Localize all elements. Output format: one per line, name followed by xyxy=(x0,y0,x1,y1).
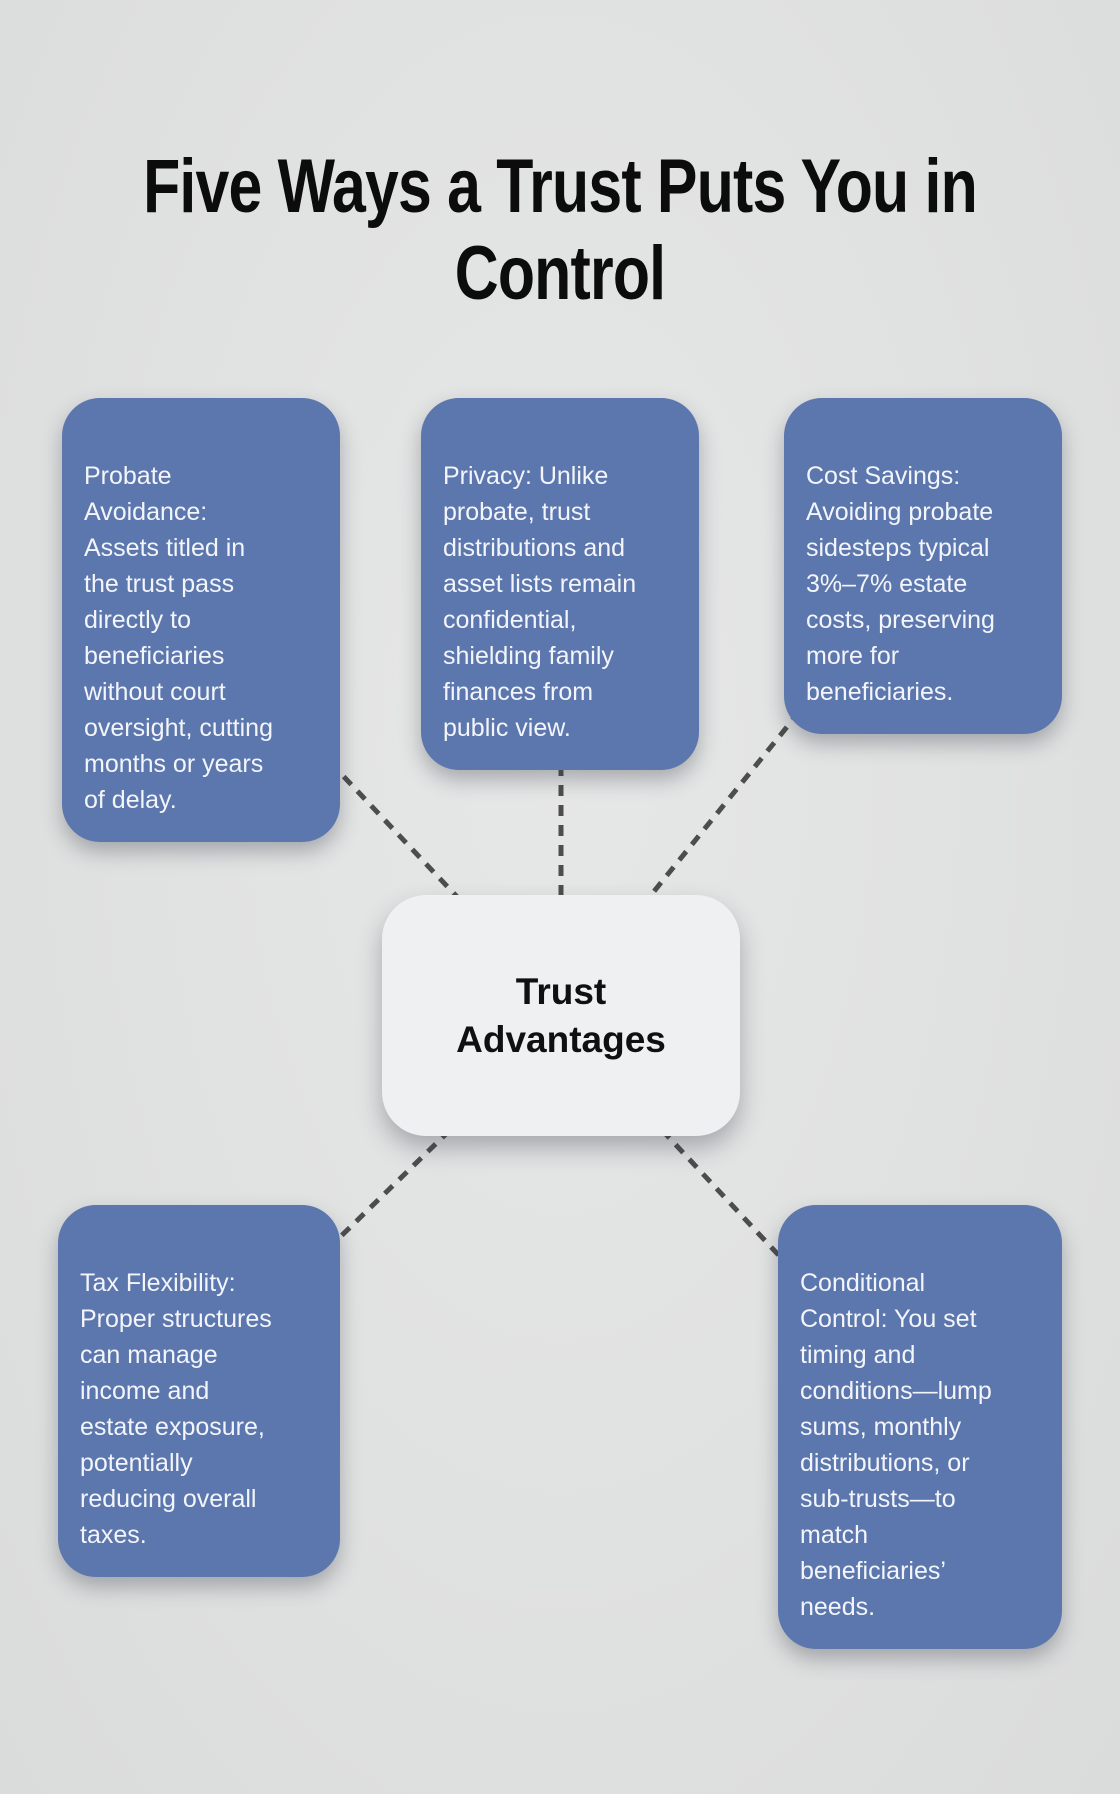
node-tax-flexibility: Tax Flexibility: Proper structures can m… xyxy=(58,1205,340,1577)
page-title: Five Ways a Trust Puts You in Control xyxy=(0,143,1120,318)
node-cost-savings-text: Cost Savings: Avoiding probate sidesteps… xyxy=(806,462,995,706)
connector-probate-to-center xyxy=(328,760,462,902)
connector-cost-to-center xyxy=(645,694,814,902)
node-privacy: Privacy: Unlike probate, trust distribut… xyxy=(421,398,699,770)
center-node-label: Trust Advantages xyxy=(456,970,666,1060)
page-title-text: Five Ways a Trust Puts You in Control xyxy=(143,143,978,317)
node-tax-flexibility-text: Tax Flexibility: Proper structures can m… xyxy=(80,1269,272,1549)
node-conditional-control: Conditional Control: You set timing and … xyxy=(778,1205,1062,1649)
connector-center-to-conditional xyxy=(660,1128,787,1264)
node-probate-avoidance: Probate Avoidance: Assets titled in the … xyxy=(62,398,340,842)
connector-center-to-tax xyxy=(333,1128,452,1244)
node-probate-avoidance-text: Probate Avoidance: Assets titled in the … xyxy=(84,462,273,814)
center-node-trust-advantages: Trust Advantages xyxy=(382,895,740,1136)
node-cost-savings: Cost Savings: Avoiding probate sidesteps… xyxy=(784,398,1062,734)
node-conditional-control-text: Conditional Control: You set timing and … xyxy=(800,1269,992,1621)
node-privacy-text: Privacy: Unlike probate, trust distribut… xyxy=(443,462,637,742)
